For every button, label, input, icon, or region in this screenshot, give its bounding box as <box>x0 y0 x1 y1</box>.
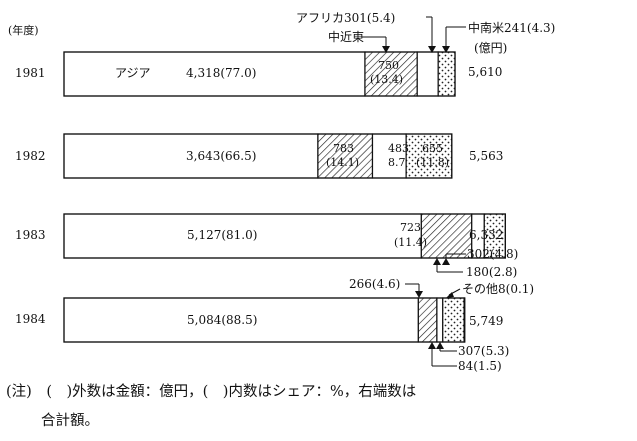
callout-other-1984: その他8(0.1) <box>462 282 534 296</box>
arrow-latam-1981 <box>442 46 450 53</box>
bar-segment-asia-1981 <box>63 51 366 97</box>
footnote-line-2: 合計額。 <box>41 412 99 429</box>
arrow-latam-1984 <box>436 342 444 349</box>
data-label-asia-1982: 3,643(66.5) <box>186 149 256 163</box>
bar-segment-asia-1983 <box>63 213 422 259</box>
data-label-me-1983-val: 723 <box>400 221 421 234</box>
bar-segment-latin-america-1982 <box>405 133 453 179</box>
bar-segment-middle-east-1981 <box>364 51 418 97</box>
bar-outline-1984 <box>63 297 466 343</box>
bar-segment-latin-america-1981 <box>437 51 456 97</box>
bar-segment-asia-1984 <box>63 297 419 343</box>
series-label-asia: アジア <box>115 66 151 80</box>
data-label-latam-1982-share: (11.8) <box>416 156 449 169</box>
arrow-me-1981 <box>382 46 390 53</box>
category-label-1982: 1982 <box>15 149 46 163</box>
data-label-me-1981-share: (13.4) <box>370 73 403 86</box>
callout-latam-1984: 307(5.3) <box>458 344 509 358</box>
total-label-1984: 5,749 <box>469 314 503 328</box>
bar-segment-africa-1981 <box>416 51 439 97</box>
bar-outline-1982 <box>63 133 453 179</box>
callout-me-1984: 266(4.6) <box>349 277 400 291</box>
bar-segment-middle-east-1983 <box>420 213 473 259</box>
arrow-africa-1983 <box>433 258 441 265</box>
unit-label: (億円) <box>474 41 507 55</box>
total-label-1982: 5,563 <box>469 149 503 163</box>
callout-me-1981: 中近東 <box>328 29 364 44</box>
callout-latam-1981: 中南米241(4.3) <box>468 20 555 35</box>
data-label-asia-1981: 4,318(77.0) <box>186 66 256 80</box>
data-label-asia-1983: 5,127(81.0) <box>187 228 257 242</box>
bar-segment-latin-america-1984 <box>442 297 465 343</box>
data-label-asia-1984: 5,084(88.5) <box>187 313 257 327</box>
arrow-other-1984 <box>446 292 454 298</box>
bar-segments <box>63 51 506 343</box>
callout-africa-1981: アフリカ301(5.4) <box>296 11 395 25</box>
data-label-africa-1982-share: 8.7 <box>388 156 406 169</box>
callout-africa-1983: 180(2.8) <box>466 265 517 279</box>
data-label-me-1982-share: (14.1) <box>326 156 359 169</box>
year-header: (年度) <box>8 23 39 37</box>
arrow-latam-1983 <box>442 258 450 265</box>
data-label-latam-1982-val: 655 <box>422 142 443 155</box>
bar-outline-1983 <box>63 213 506 259</box>
bar-segment-middle-east-1984 <box>417 297 438 343</box>
callout-latam-1983: 302(4.8) <box>467 247 518 261</box>
callout-africa-1984: 84(1.5) <box>458 359 502 373</box>
data-label-me-1982-val: 783 <box>333 142 354 155</box>
data-label-africa-1982-val: 483 <box>388 142 409 155</box>
category-label-1981: 1981 <box>15 66 46 80</box>
data-label-me-1983-share: (11.4) <box>394 236 427 249</box>
bar-outline-1981 <box>63 51 456 97</box>
total-label-1981: 5,610 <box>468 65 502 79</box>
arrow-africa-1981 <box>428 46 436 53</box>
arrow-africa-1984 <box>428 342 436 349</box>
arrow-me-1984 <box>415 291 423 298</box>
bar-segment-africa-1984 <box>436 297 444 343</box>
total-label-1983: 6,332 <box>469 228 503 242</box>
category-label-1984: 1984 <box>15 312 46 326</box>
category-label-1983: 1983 <box>15 228 46 242</box>
data-label-me-1981-val: 750 <box>378 59 399 72</box>
footnote-line-1: (注) ( )外数は金額：億円，( )内数はシェア：%，右端数は <box>6 383 416 400</box>
